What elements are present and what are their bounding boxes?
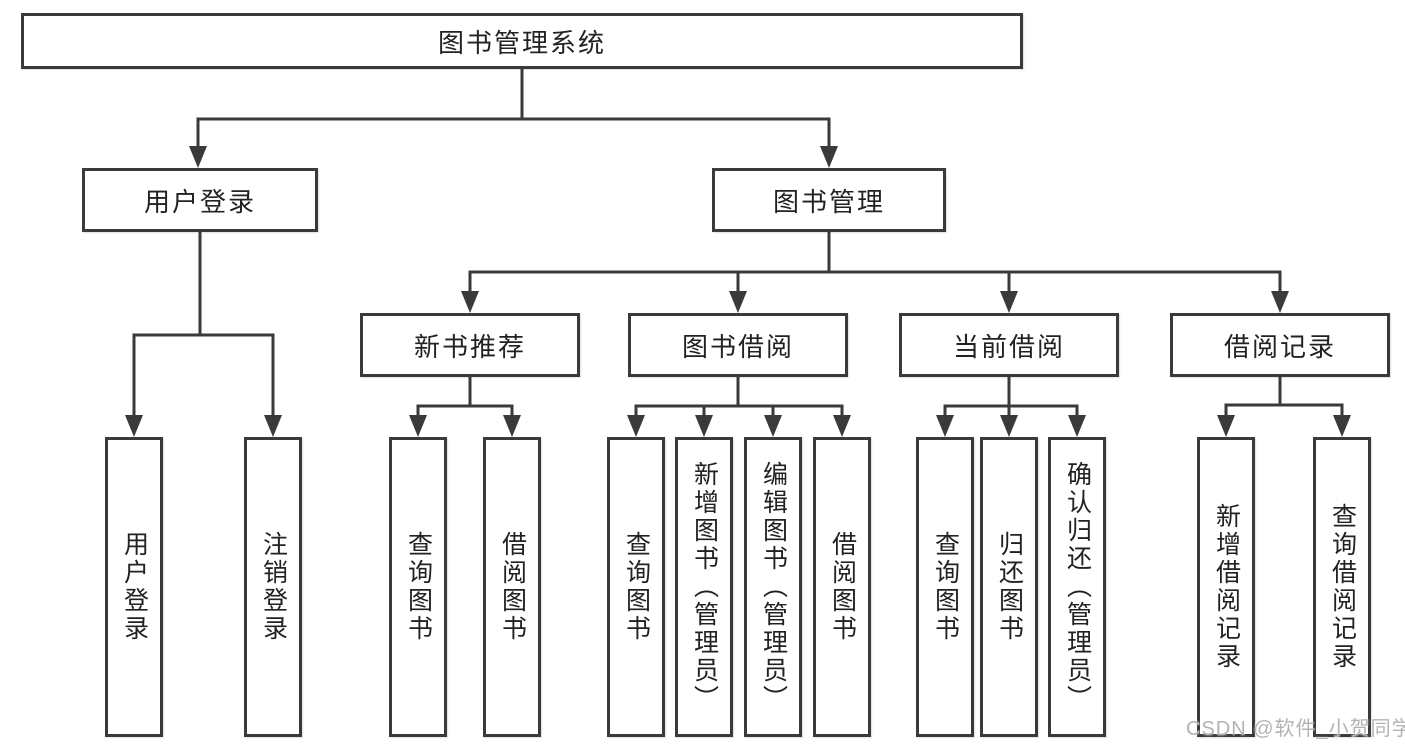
node-label: 图书借阅	[681, 331, 794, 362]
leaf-label: 注销登录	[259, 531, 288, 643]
node-new-book-recommendation: 新书推荐	[360, 313, 580, 377]
leaf-records-query-borrow-record: 查询借阅记录	[1313, 437, 1371, 737]
node-label: 图书管理系统	[437, 27, 606, 58]
node-book-borrowing: 图书借阅	[628, 313, 848, 377]
node-borrowing-records: 借阅记录	[1170, 313, 1390, 377]
leaf-newrec-borrow-books: 借阅图书	[483, 437, 541, 737]
leaf-label: 查询图书	[931, 531, 960, 643]
leaf-label: 查询借阅记录	[1328, 503, 1357, 671]
leaf-label: 编辑图书（管理员）	[759, 461, 788, 713]
leaf-borrowing-add-books-admin: 新增图书（管理员）	[675, 437, 733, 737]
node-label: 当前借阅	[952, 331, 1065, 362]
leaf-borrowing-borrow-books: 借阅图书	[813, 437, 871, 737]
leaf-newrec-query-books: 查询图书	[389, 437, 447, 737]
node-label: 借阅记录	[1223, 331, 1336, 362]
leaf-borrowing-edit-books-admin: 编辑图书（管理员）	[744, 437, 802, 737]
leaf-label: 查询图书	[404, 531, 433, 643]
leaf-label: 借阅图书	[828, 531, 857, 643]
node-label: 图书管理	[772, 186, 885, 217]
node-label: 用户登录	[143, 186, 256, 217]
leaf-label: 查询图书	[622, 531, 651, 643]
leaf-user-login: 用户登录	[105, 437, 163, 737]
leaf-current-return-books: 归还图书	[980, 437, 1038, 737]
leaf-current-confirm-return-admin: 确认归还（管理员）	[1048, 437, 1106, 737]
leaf-label: 借阅图书	[498, 531, 527, 643]
leaf-label: 归还图书	[995, 531, 1024, 643]
node-book-management: 图书管理	[712, 168, 946, 232]
node-current-borrowing: 当前借阅	[899, 313, 1119, 377]
node-library-management-system: 图书管理系统	[21, 13, 1023, 69]
leaf-label: 确认归还（管理员）	[1063, 461, 1092, 713]
leaf-records-add-borrow-record: 新增借阅记录	[1197, 437, 1255, 737]
leaf-label: 新增图书（管理员）	[690, 461, 719, 713]
leaf-label: 新增借阅记录	[1212, 503, 1241, 671]
leaf-current-query-books: 查询图书	[916, 437, 974, 737]
csdn-watermark: CSDN @软件_小贺同学	[1186, 718, 1405, 740]
leaf-borrowing-query-books: 查询图书	[607, 437, 665, 737]
leaf-logout: 注销登录	[244, 437, 302, 737]
node-user-login: 用户登录	[82, 168, 318, 232]
leaf-label: 用户登录	[120, 531, 149, 643]
node-label: 新书推荐	[413, 331, 526, 362]
